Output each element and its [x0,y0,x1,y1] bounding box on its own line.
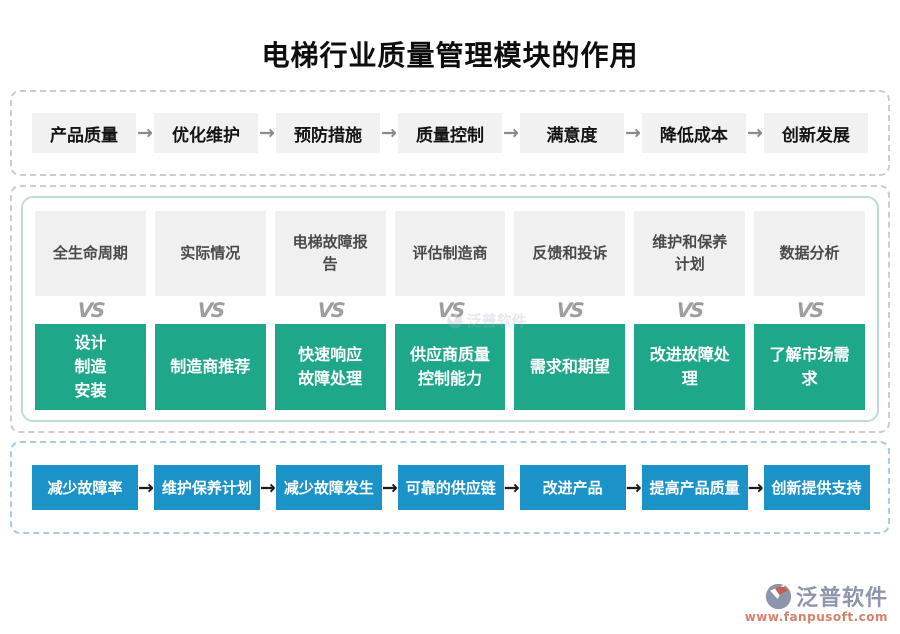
comparison-card: 全生命周期 VS 设计 制造 安装 实际情况 VS 制造商推荐 电梯故障报 告 … [21,196,879,422]
right-arrow-icon: → [259,122,275,144]
top-flow-step: 满意度 [519,113,624,153]
vs-divider: VS [556,298,584,322]
vs-divider: VS [76,298,105,322]
comparison-column: 全生命周期 VS 设计 制造 安装 [35,211,146,410]
comparison-column: 评估制造商 VS 供应商质量 控制能力 [394,211,506,410]
comparison-result: 供应商质量 控制能力 [394,324,506,410]
right-arrow-icon: → [381,122,397,144]
bottom-flow-step: 减少故障发生 [275,465,382,510]
top-flow-step: 质量控制 [397,113,502,153]
right-arrow-icon: → [625,476,642,499]
top-flow-step: 预防措施 [275,113,380,153]
bottom-flow-step: 创新提供支持 [763,465,870,510]
right-arrow-icon: → [502,122,519,144]
comparison-topic: 全生命周期 [35,211,146,296]
top-flow-step: 降低成本 [641,113,746,153]
top-flow-step: 优化维护 [153,113,258,153]
bottom-flow-step: 改进产品 [519,465,626,510]
right-arrow-icon: → [259,476,276,499]
comparison-column: 数据分析 VS 了解市场需 求 [754,211,865,410]
comparison-result: 快速响应 故障处理 [274,324,386,410]
top-flow-step: 创新发展 [763,113,868,153]
comparison-result: 制造商推荐 [154,324,266,410]
comparison-topic: 电梯故障报 告 [274,211,386,296]
bottom-flow-step: 减少故障率 [32,465,138,510]
top-flow-step: 产品质量 [32,113,136,153]
vs-divider: VS [436,298,464,322]
bottom-flow-step: 提高产品质量 [641,465,748,510]
vs-divider: VS [196,298,225,322]
bottom-flow-container: 减少故障率 → 维护保养计划 → 减少故障发生 → 可靠的供应链 → 改进产品 … [10,441,890,534]
bottom-flow-step: 可靠的供应链 [397,465,504,510]
comparison-column: 反馈和投诉 VS 需求和期望 [514,211,626,410]
brand-name: 泛普软件 [795,586,888,611]
bottom-flow-step: 维护保养计划 [153,465,260,510]
right-arrow-icon: → [746,122,763,144]
right-arrow-icon: → [503,476,520,499]
comparison-column: 维护和保养 计划 VS 改进故障处 理 [634,211,746,410]
right-arrow-icon: → [138,476,154,499]
fanpu-logo-icon [765,583,792,609]
right-arrow-icon: → [137,122,153,144]
comparison-column: 电梯故障报 告 VS 快速响应 故障处理 [274,211,386,410]
comparison-result: 设计 制造 安装 [35,324,146,410]
comparison-column: 实际情况 VS 制造商推荐 [154,211,266,410]
vs-divider: VS [675,298,704,322]
comparison-topic: 实际情况 [154,211,266,296]
top-flow-container: 产品质量 → 优化维护 → 预防措施 → 质量控制 → 满意度 → 降低成本 →… [10,90,890,176]
comparison-topic: 维护和保养 计划 [634,211,746,296]
vs-divider: VS [316,298,344,322]
right-arrow-icon: → [381,476,398,499]
comparison-result: 改进故障处 理 [634,324,746,410]
right-arrow-icon: → [747,476,764,499]
comparison-result: 了解市场需 求 [754,324,865,410]
comparison-topic: 数据分析 [754,211,865,296]
page-title: 电梯行业质量管理模块的作用 [261,39,639,72]
brand-footer: 泛普软件 www.fanpusoft.com [745,580,888,624]
right-arrow-icon: → [624,122,641,144]
brand-url: www.fanpusoft.com [744,610,888,624]
vs-divider: VS [795,298,824,322]
comparison-topic: 反馈和投诉 [514,211,626,296]
comparison-container: 全生命周期 VS 设计 制造 安装 实际情况 VS 制造商推荐 电梯故障报 告 … [10,185,890,433]
comparison-topic: 评估制造商 [394,211,506,296]
comparison-result: 需求和期望 [514,324,626,410]
